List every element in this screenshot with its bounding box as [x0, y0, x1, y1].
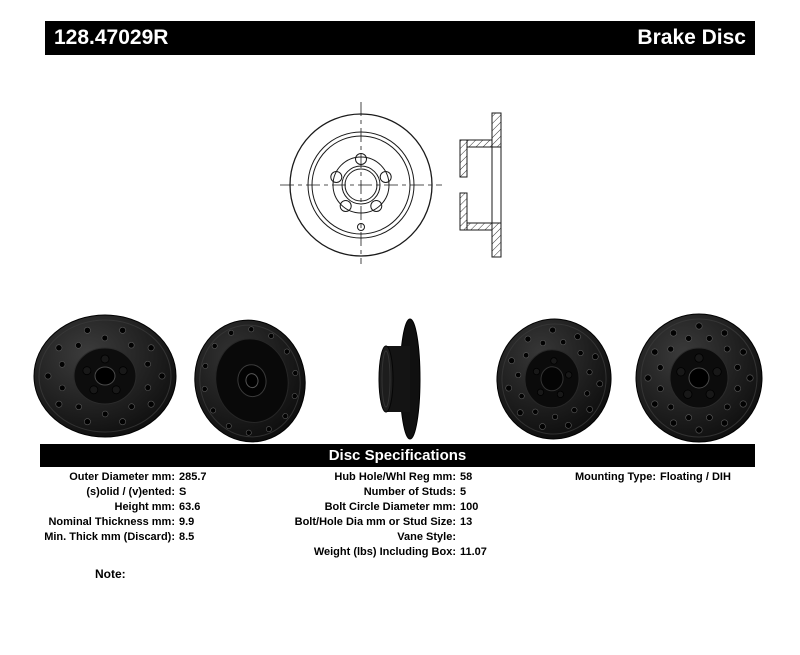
- spec-row: Weight (lbs) Including Box: 11.07: [268, 545, 487, 560]
- spec-row: Hub Hole/Whl Reg mm: 58: [268, 470, 487, 485]
- spec-row: Height mm: 63.6: [0, 500, 207, 515]
- spec-row: Mounting Type: Floating / DIH: [534, 470, 731, 485]
- spec-section-title: Disc Specifications: [328, 447, 467, 464]
- product-type: Brake Disc: [637, 26, 746, 49]
- spec-row: Bolt Circle Diameter mm: 100: [268, 500, 487, 515]
- product-photo-edge-profile: [378, 318, 421, 440]
- product-photo-front-angled: [33, 314, 177, 438]
- spec-row: (s)olid / (v)ented: S: [0, 485, 207, 500]
- side-view-drawing: [459, 112, 502, 258]
- spec-row: Nominal Thickness mm: 9.9: [0, 515, 207, 530]
- spec-label: Bolt Circle Diameter mm:: [324, 501, 456, 513]
- spec-row: Outer Diameter mm: 285.7: [0, 470, 207, 485]
- spec-value: 13: [460, 516, 473, 528]
- spec-value: 8.5: [179, 531, 195, 543]
- spec-label: Hub Hole/Whl Reg mm:: [334, 471, 456, 483]
- spec-section-header: Disc Specifications: [40, 444, 755, 467]
- spec-value: 5: [460, 486, 467, 498]
- front-view-drawing: [280, 102, 442, 264]
- spec-column-right: Mounting Type: Floating / DIH: [534, 470, 731, 485]
- spec-value: 100: [460, 501, 479, 513]
- spec-value: 58: [460, 471, 473, 483]
- part-number: 128.47029R: [54, 26, 169, 49]
- technical-drawing: [280, 102, 502, 264]
- spec-column-left: Outer Diameter mm: 285.7 (s)olid / (v)en…: [0, 470, 207, 545]
- spec-label: Height mm:: [114, 501, 176, 513]
- spec-row: Vane Style:: [268, 530, 487, 545]
- spec-value: 285.7: [179, 471, 207, 483]
- spec-row: Min. Thick mm (Discard): 8.5: [0, 530, 207, 545]
- spec-label: Nominal Thickness mm:: [48, 516, 175, 528]
- spec-label: Min. Thick mm (Discard):: [44, 531, 175, 543]
- spec-row: Number of Studs: 5: [268, 485, 487, 500]
- spec-label: (s)olid / (v)ented:: [86, 486, 175, 498]
- spec-label: Vane Style:: [397, 531, 456, 543]
- product-photo-front-left: [496, 318, 612, 440]
- note-label: Note:: [95, 567, 126, 581]
- spec-value: S: [179, 486, 187, 498]
- spec-label: Mounting Type:: [574, 471, 656, 483]
- spec-label: Outer Diameter mm:: [69, 471, 175, 483]
- spec-value: 63.6: [179, 501, 201, 513]
- product-photo-rear-angled: [194, 319, 306, 443]
- header-bar: 128.47029R Brake Disc: [45, 21, 755, 55]
- spec-label: Weight (lbs) Including Box:: [313, 546, 456, 558]
- spec-value: Floating / DIH: [660, 471, 731, 483]
- spec-row: Bolt/Hole Dia mm or Stud Size: 13: [268, 515, 487, 530]
- spec-column-middle: Hub Hole/Whl Reg mm: 58 Number of Studs:…: [268, 470, 487, 560]
- spec-label: Number of Studs:: [363, 486, 456, 498]
- spec-value: 11.07: [460, 546, 487, 558]
- spec-value: 9.9: [179, 516, 195, 528]
- spec-label: Bolt/Hole Dia mm or Stud Size:: [294, 516, 456, 528]
- product-photo-front: [635, 313, 763, 443]
